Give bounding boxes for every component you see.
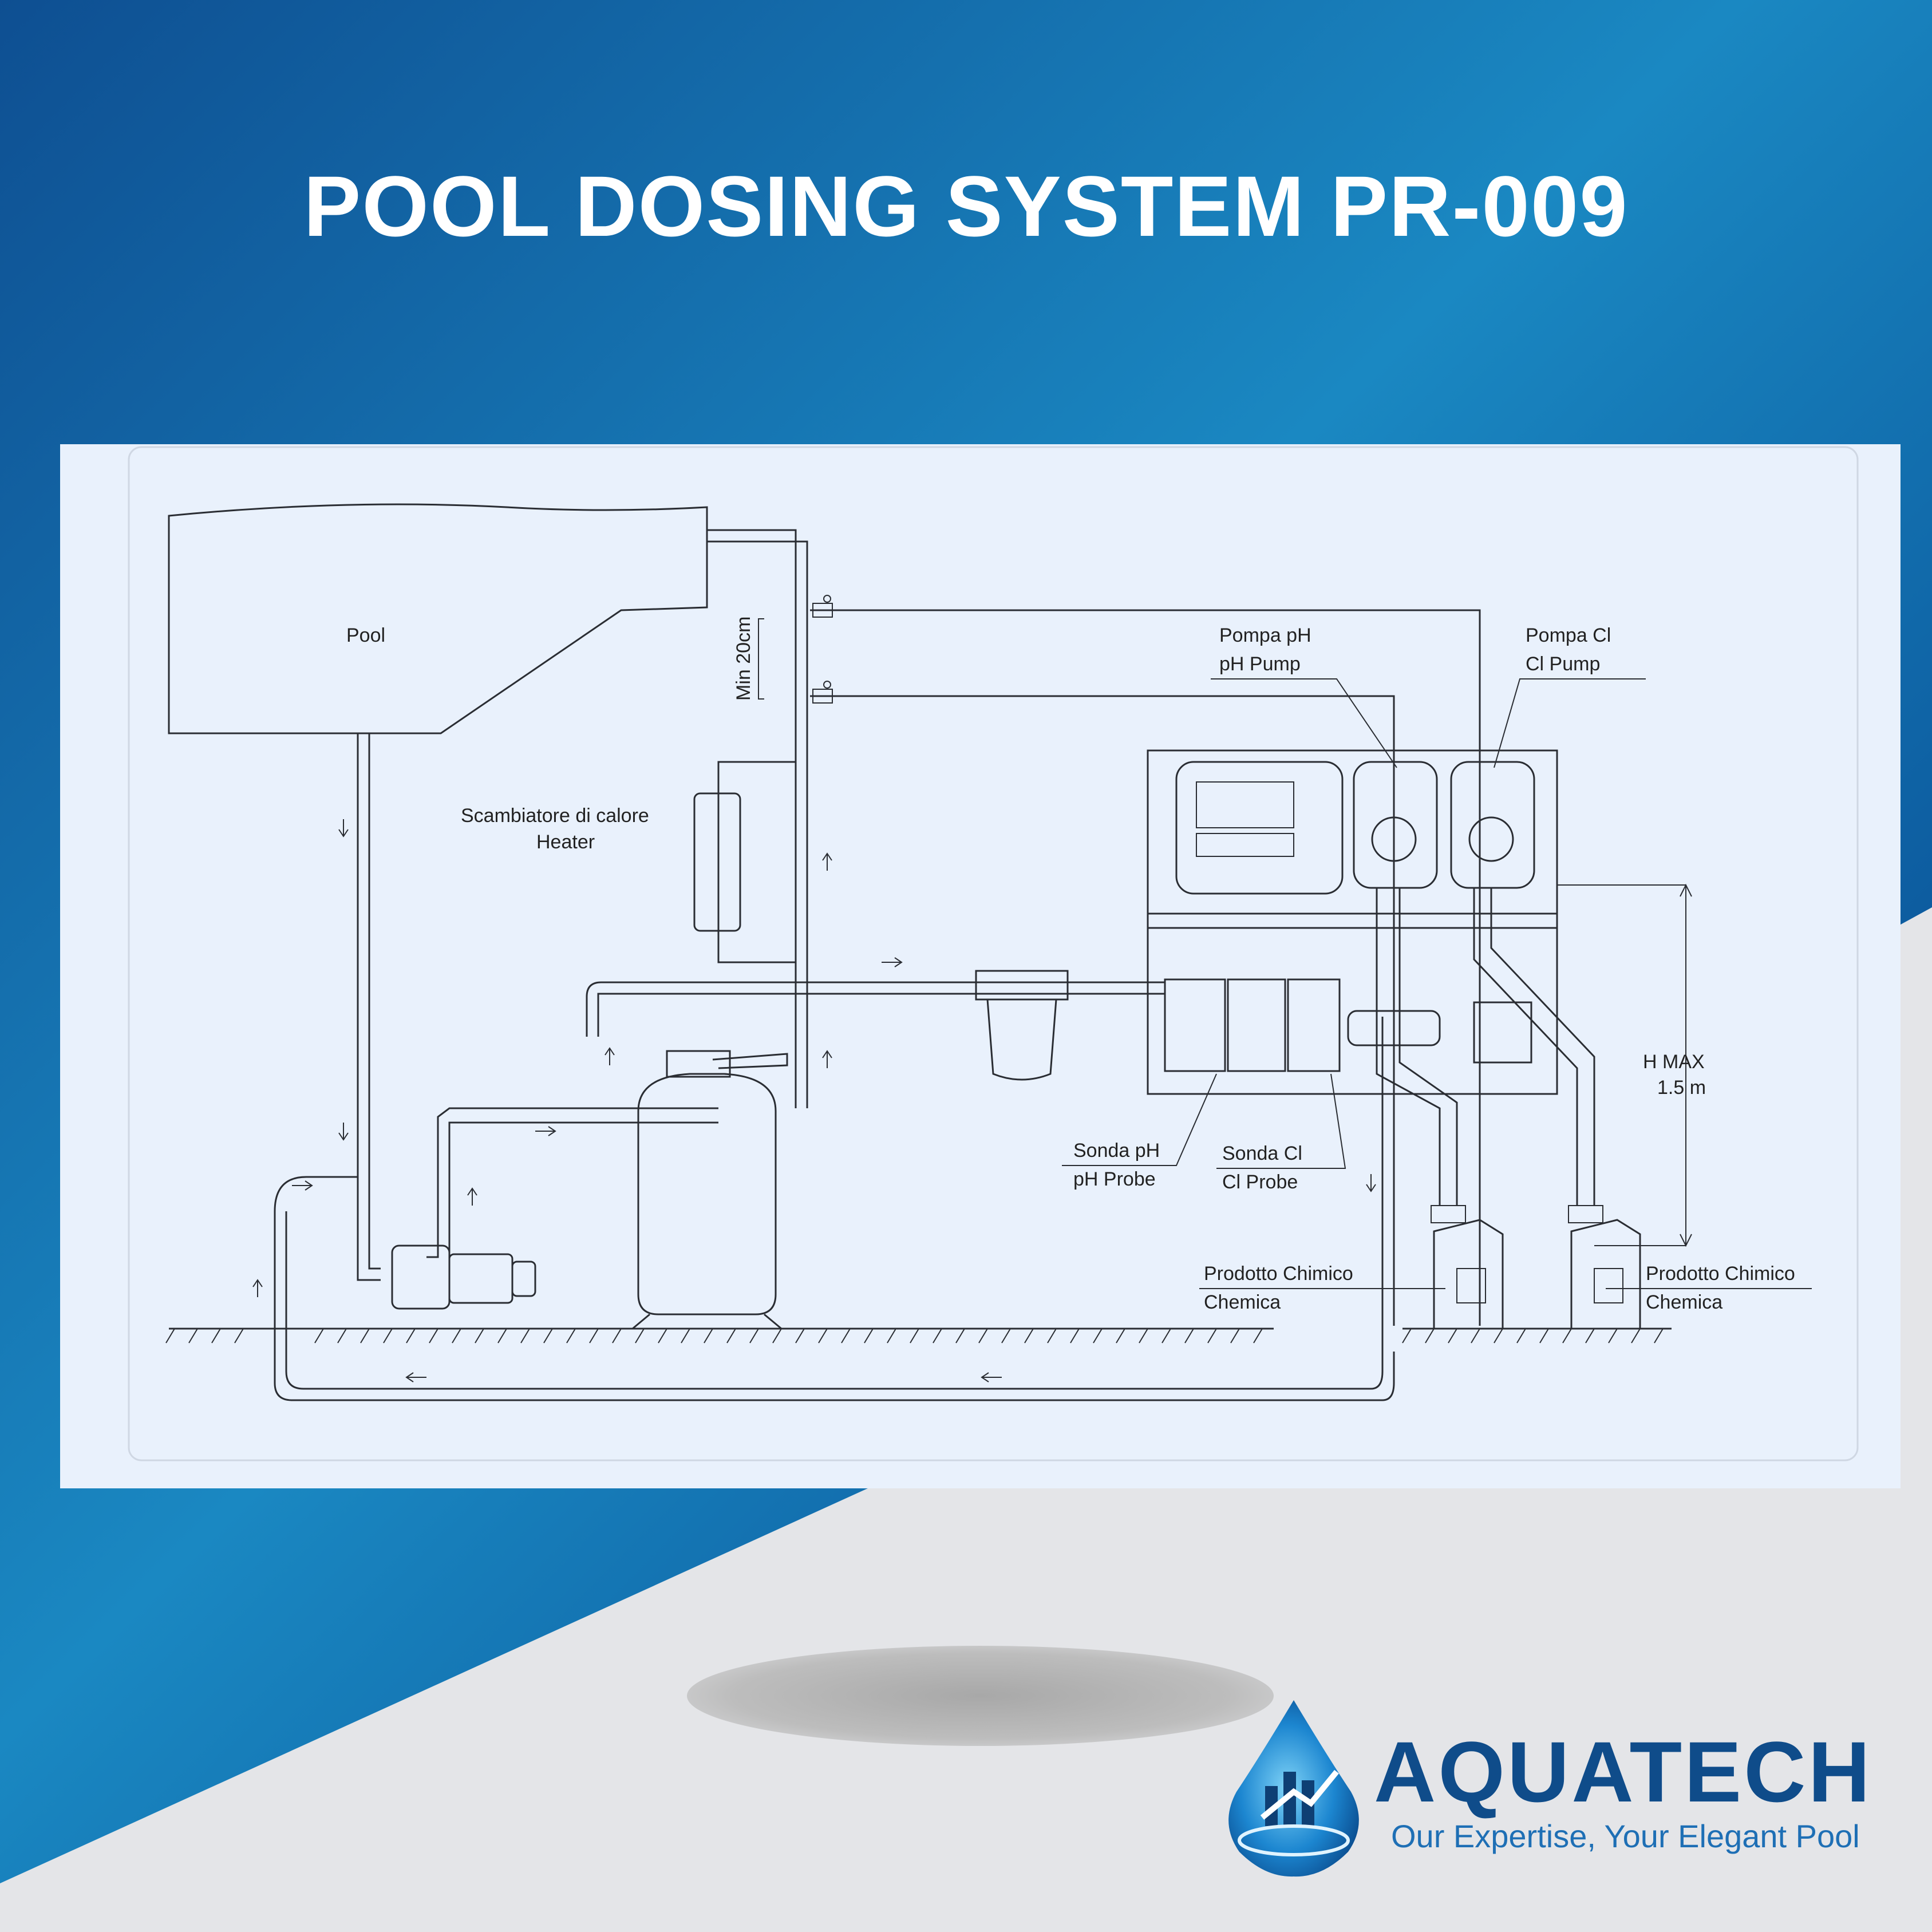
water-drop-chart-icon <box>1228 1700 1359 1877</box>
chem-label-en-2: Chemica <box>1646 1291 1722 1313</box>
chem-label-en-1: Chemica <box>1204 1291 1281 1313</box>
cl-probe-label-en: Cl Probe <box>1222 1171 1298 1193</box>
chem-label-it-1: Prodotto Chimico <box>1204 1263 1353 1285</box>
junction-box <box>1473 1001 1532 1064</box>
ph-probe-label-it: Sonda pH <box>1073 1140 1160 1161</box>
brand-name: AQUATECH <box>1374 1724 1872 1820</box>
cl-pump <box>1450 761 1535 889</box>
ph-pump-label-en: pH Pump <box>1219 653 1301 675</box>
brand-tagline: Our Expertise, Your Elegant Pool <box>1391 1818 1860 1854</box>
hmax-value: 1.5 m <box>1657 1077 1706 1099</box>
ph-probe-label-en: pH Probe <box>1073 1168 1156 1190</box>
logo-shadow <box>687 1646 1274 1746</box>
pre-filter <box>975 970 1069 1081</box>
hmax-label: H MAX <box>1643 1051 1705 1073</box>
pool-basin <box>168 503 708 734</box>
chemical-tank-1 <box>1431 1205 1504 1330</box>
dosing-diagram-panel: Pool Min 20cm Scambiatore di calore Heat… <box>60 444 1901 1488</box>
cl-pump-label-en: Cl Pump <box>1526 653 1600 675</box>
heater <box>693 792 741 932</box>
min-distance-label: Min 20cm <box>733 617 754 701</box>
chem-label-it-2: Prodotto Chimico <box>1646 1263 1795 1285</box>
circulation-pump <box>391 1244 536 1310</box>
sand-filter <box>632 1050 788 1330</box>
sample-valve-bottom <box>812 681 833 704</box>
cl-pump-label-it: Pompa Cl <box>1526 625 1611 646</box>
ph-probe-holder <box>1164 978 1226 1072</box>
controller-unit <box>1175 761 1344 895</box>
cl-probe-label-it: Sonda Cl <box>1222 1143 1302 1164</box>
heater-label-en: Heater <box>536 831 595 853</box>
dosing-control-panel <box>1147 749 1558 1095</box>
dosing-diagram: Pool Min 20cm Scambiatore di calore Heat… <box>128 446 1859 1461</box>
page-title: POOL DOSING SYSTEM PR-009 <box>303 158 1629 254</box>
sample-valve-top <box>812 595 833 618</box>
heater-label-it: Scambiatore di calore <box>461 805 649 827</box>
cl-probe-holder <box>1227 978 1286 1072</box>
ph-pump-label-it: Pompa pH <box>1219 625 1311 646</box>
pool-label: Pool <box>346 625 385 646</box>
chemical-tank-2 <box>1568 1205 1641 1330</box>
ph-pump <box>1353 761 1438 889</box>
